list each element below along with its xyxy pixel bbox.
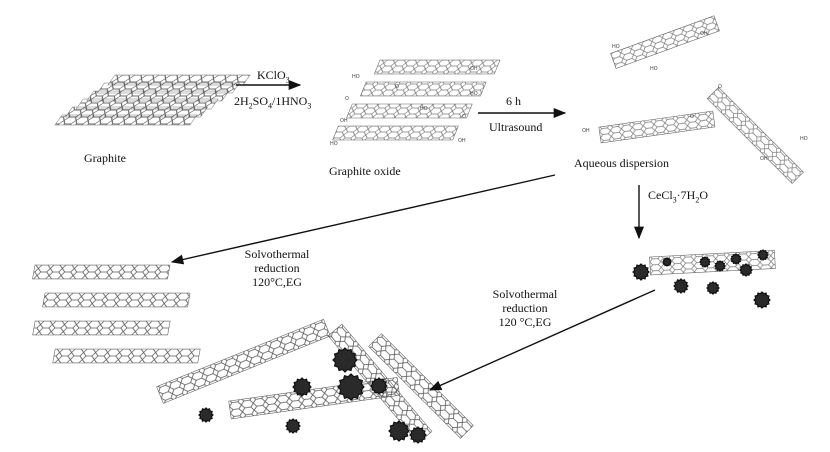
ceo2-nanoparticle [388, 420, 410, 442]
label-solvothermal-right: Solvothermal reduction 120 °C,EG [492, 287, 558, 329]
functional-group-label: HO [800, 136, 808, 142]
label-aqueous-dispersion: Aqueous dispersion [574, 156, 669, 170]
ceo2-graphene-composite [156, 318, 474, 444]
cerium-nanoparticle [730, 253, 742, 265]
functional-group-label: HO [330, 141, 338, 147]
label-graphite: Graphite [84, 151, 126, 165]
functional-group-label: O [345, 96, 349, 102]
functional-group-label: O [690, 114, 694, 120]
label-cecl3: CeCl3·7H2O [648, 188, 709, 205]
label-ultrasound: Ultrasound [489, 120, 543, 134]
functional-group-label: OH [470, 66, 478, 72]
cerium-nanoparticle [699, 256, 711, 268]
ceo2-nanoparticle [337, 373, 365, 401]
cerium-nanoparticle [673, 278, 689, 294]
functional-group-label: HO [420, 106, 428, 112]
cerium-nanoparticle [632, 263, 650, 281]
functional-group-label: OH [760, 156, 768, 162]
label-acid-mixture: 2H2SO4/1HNO3 [234, 94, 312, 111]
functional-group-label: OH [458, 138, 466, 144]
functional-group-label: OH [700, 31, 708, 37]
label-time: 6 h [506, 94, 521, 108]
functional-group-label: HO [470, 91, 478, 97]
functional-group-label: HO [612, 44, 620, 50]
functional-group-label: O [462, 114, 466, 120]
functional-group-label: OH [340, 118, 348, 124]
ce-decorated-sheet [632, 249, 776, 309]
ceo2-nanoparticle [285, 418, 301, 434]
ceo2-nanoparticle [198, 407, 214, 423]
ceo2-nanoparticle [292, 377, 312, 397]
cerium-nanoparticle [753, 291, 771, 309]
arrow-solvothermal-left [170, 174, 556, 265]
arrow-solvothermal-right [428, 289, 656, 391]
ceo2-nanoparticle [370, 377, 388, 395]
label-kclo3: KClO3 [257, 68, 290, 85]
label-graphite-oxide: Graphite oxide [329, 164, 401, 178]
cerium-nanoparticle [757, 249, 769, 261]
functional-group-label: O [718, 84, 722, 90]
cerium-nanoparticle [706, 281, 720, 295]
reduced-graphene-stack [32, 264, 201, 364]
functional-group-label: OH [582, 128, 590, 134]
functional-group-label: HO [352, 74, 360, 80]
ceo2-nanoparticle [409, 426, 427, 444]
cerium-nanoparticle [739, 263, 753, 277]
label-solvothermal-left: Solvothermal reduction 120°C,EG [244, 247, 310, 289]
cerium-nanoparticle [714, 260, 726, 272]
functional-group-label: O [395, 84, 399, 90]
graphite-stack [54, 74, 251, 126]
cerium-nanoparticle [662, 257, 672, 267]
ceo2-nanoparticle [332, 347, 358, 373]
functional-group-label: HO [650, 66, 658, 72]
